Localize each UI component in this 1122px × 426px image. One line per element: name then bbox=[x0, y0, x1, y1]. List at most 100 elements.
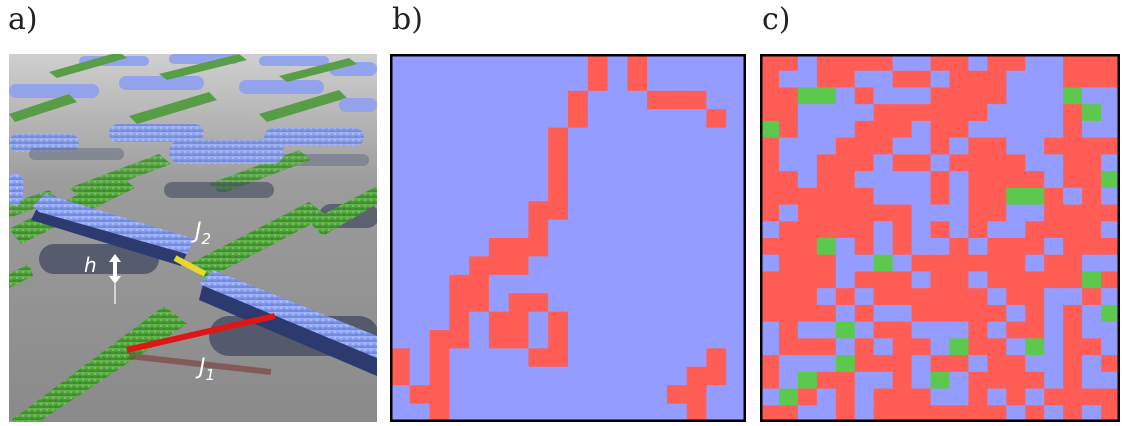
grid-cell bbox=[854, 371, 875, 390]
grid-cell bbox=[548, 201, 569, 221]
grid-cell bbox=[1082, 304, 1102, 323]
grid-cell bbox=[1101, 238, 1121, 256]
grid-cell bbox=[911, 238, 932, 256]
grid-cell bbox=[469, 219, 490, 239]
grid-cell bbox=[797, 304, 818, 323]
grid-cell bbox=[987, 388, 1007, 406]
grid-cell bbox=[607, 348, 628, 368]
grid-cell bbox=[607, 311, 628, 331]
grid-cell bbox=[666, 219, 688, 239]
grid-cell bbox=[429, 127, 450, 147]
grid-cell bbox=[1044, 388, 1064, 406]
grid-cell bbox=[469, 182, 490, 202]
grid-cell bbox=[587, 90, 609, 110]
grid-cell bbox=[390, 72, 411, 92]
grid-cell bbox=[816, 271, 837, 289]
grid-cell bbox=[797, 238, 818, 256]
grid-cell bbox=[854, 54, 875, 72]
grid-cell bbox=[835, 304, 856, 323]
grid-cell bbox=[1006, 371, 1026, 390]
grid-cell bbox=[816, 355, 837, 373]
grid-cell bbox=[1063, 254, 1083, 273]
grid-cell bbox=[1063, 204, 1083, 222]
grid-cell bbox=[1101, 288, 1121, 306]
grid-cell bbox=[627, 330, 648, 349]
grid-cell bbox=[892, 271, 913, 289]
grid-cell bbox=[816, 338, 837, 356]
substrate bbox=[9, 54, 377, 422]
grid-cell bbox=[760, 70, 780, 89]
grid-cell bbox=[528, 238, 549, 257]
grid-cell bbox=[911, 187, 932, 206]
grid-cell bbox=[449, 182, 470, 202]
grid-cell bbox=[469, 127, 490, 147]
grid-cell bbox=[666, 146, 688, 165]
grid-cell bbox=[488, 385, 510, 405]
grid-cell bbox=[1082, 221, 1102, 239]
grid-cell bbox=[1063, 321, 1083, 339]
grid-cell bbox=[488, 109, 510, 129]
nanomagnet-scene: h J2 J1 bbox=[9, 52, 379, 422]
grid-cell bbox=[816, 187, 837, 206]
grid-cell bbox=[854, 254, 875, 273]
grid-cell bbox=[568, 146, 589, 165]
grid-cell bbox=[1063, 388, 1083, 406]
grid-cell bbox=[647, 109, 668, 129]
grid-cell bbox=[607, 385, 628, 405]
grid-cell bbox=[968, 254, 988, 273]
grid-cell bbox=[835, 104, 856, 122]
grid-cell bbox=[666, 109, 688, 129]
grid-cell bbox=[508, 164, 530, 184]
grid-cell bbox=[949, 338, 970, 356]
grid-cell bbox=[816, 120, 837, 139]
grid-cell bbox=[409, 403, 431, 423]
grid-cell bbox=[449, 146, 470, 165]
grid-cell bbox=[449, 385, 470, 405]
grid-cell bbox=[1006, 288, 1026, 306]
grid-cell bbox=[429, 219, 450, 239]
grid-cell bbox=[706, 164, 727, 184]
grid-cell bbox=[911, 171, 932, 189]
grid-cell bbox=[548, 403, 569, 423]
grid-cell bbox=[390, 127, 411, 147]
grid-cell bbox=[987, 187, 1007, 206]
grid-cell bbox=[390, 311, 411, 331]
grid-cell bbox=[528, 54, 549, 73]
grid-cell bbox=[968, 54, 988, 72]
grid-cell bbox=[1082, 137, 1102, 155]
grid-cell bbox=[607, 182, 628, 202]
grid-cell bbox=[627, 54, 648, 73]
grid-cell bbox=[760, 154, 780, 172]
grid-cell bbox=[627, 201, 648, 221]
coupling-J1-shadow bbox=[128, 353, 272, 375]
grid-cell bbox=[429, 146, 450, 165]
grid-cell bbox=[1063, 154, 1083, 172]
grid-cell bbox=[508, 146, 530, 165]
grid-cell bbox=[873, 171, 894, 189]
grid-cell bbox=[873, 54, 894, 72]
grid-cell bbox=[835, 221, 856, 239]
grid-cell bbox=[469, 238, 490, 257]
grid-cell bbox=[760, 204, 780, 222]
grid-cell bbox=[797, 104, 818, 122]
grid-cell bbox=[835, 271, 856, 289]
grid-cell bbox=[816, 371, 837, 390]
grid-cell bbox=[568, 238, 589, 257]
grid-cell bbox=[666, 274, 688, 294]
grid-cell bbox=[930, 254, 951, 273]
green-nanomagnet bbox=[189, 202, 327, 280]
grid-cell bbox=[873, 204, 894, 222]
grid-cell bbox=[627, 72, 648, 92]
grid-cell bbox=[797, 405, 818, 423]
grid-cell bbox=[968, 204, 988, 222]
grid-cell bbox=[1006, 321, 1026, 339]
grid-cell bbox=[390, 164, 411, 184]
grid-cell bbox=[1006, 221, 1026, 239]
grid-cell bbox=[429, 311, 450, 331]
grid-cell bbox=[1101, 171, 1121, 189]
grid-cell bbox=[686, 182, 708, 202]
grid-cell bbox=[469, 385, 490, 405]
grid-cell bbox=[449, 348, 470, 368]
grid-cell bbox=[854, 104, 875, 122]
grid-cell bbox=[1063, 54, 1083, 72]
